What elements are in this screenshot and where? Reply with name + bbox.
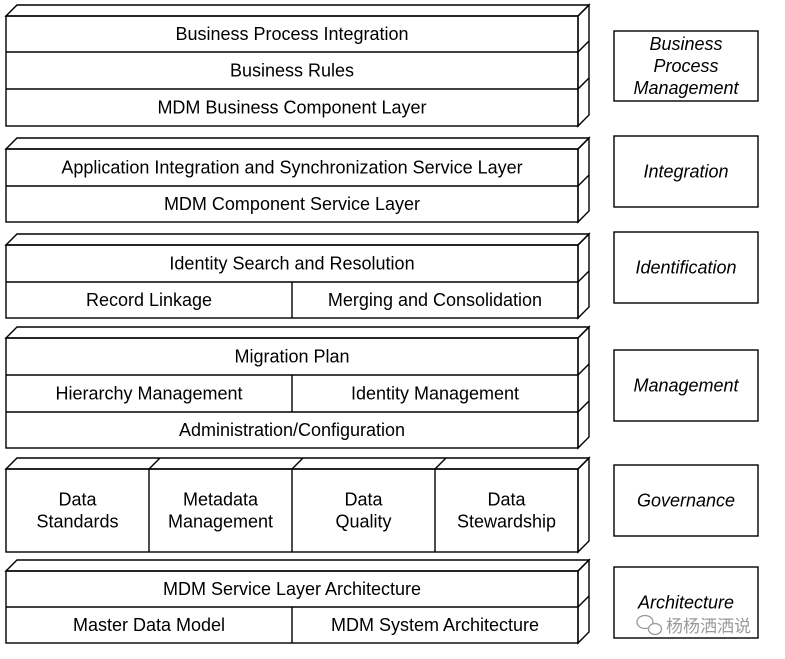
cell-label-application-integration-and-synchronization-service-layer: Application Integration and Synchronizat… [61, 158, 522, 178]
side-label-identification: Identification [613, 231, 759, 304]
wechat-icon [636, 614, 663, 636]
side-label-integration: Integration [613, 135, 759, 208]
side-label-box [613, 566, 759, 639]
side-label-text: Business [649, 34, 722, 54]
side-face-ridge [577, 174, 590, 187]
cell-label-master-data-model: Master Data Model [73, 615, 225, 635]
watermark-text: 杨杨洒洒说 [666, 617, 751, 637]
cell-label-hierarchy-management: Hierarchy Management [55, 384, 242, 404]
side-face-ridge [577, 400, 590, 413]
cell-label-record-linkage: Record Linkage [86, 290, 212, 310]
side-label-text: Governance [637, 491, 735, 511]
side-label-box [613, 231, 759, 304]
top-face-ridge [434, 457, 447, 470]
cell-label-management: Management [168, 512, 273, 532]
cell-label-data: Data [344, 490, 383, 510]
top-face-ridge [148, 457, 161, 470]
cell-label-merging-and-consolidation: Merging and Consolidation [328, 290, 542, 310]
layer-front-face [5, 15, 579, 127]
side-face-ridge [577, 40, 590, 53]
side-label-text: Process [653, 56, 718, 76]
layer-integration: Application Integration and Synchronizat… [4, 136, 591, 224]
cell-label-mdm-business-component-layer: MDM Business Component Layer [157, 98, 426, 118]
layer-governance: DataStandardsMetadataManagementDataQuali… [4, 456, 591, 554]
side-label-text: Identification [635, 258, 736, 278]
side-label-text: Integration [643, 162, 728, 182]
side-label-box [613, 135, 759, 208]
watermark: 杨杨洒洒说 [636, 614, 751, 637]
layer-side-face [577, 456, 590, 554]
cell-label-quality: Quality [335, 512, 391, 532]
side-face-ridge [577, 77, 590, 90]
side-label-governance: Governance [613, 464, 759, 537]
side-label-box [613, 30, 759, 102]
cell-label-data: Data [58, 490, 97, 510]
cell-label-stewardship: Stewardship [457, 512, 556, 532]
side-face-ridge [577, 595, 590, 608]
side-face-ridge [577, 270, 590, 283]
layer-top-face [4, 233, 591, 246]
cell-label-identity-search-and-resolution: Identity Search and Resolution [169, 254, 414, 274]
side-label-text: Architecture [637, 593, 734, 613]
cell-label-mdm-component-service-layer: MDM Component Service Layer [164, 194, 420, 214]
top-face-ridge [291, 457, 304, 470]
cell-label-standards: Standards [36, 512, 118, 532]
side-face-ridge [577, 363, 590, 376]
side-label-text: Management [633, 376, 739, 396]
cell-label-data: Data [487, 490, 526, 510]
layer-front-face [5, 337, 579, 449]
side-label-management: Management [613, 349, 759, 422]
side-label-architecture: Architecture [613, 566, 759, 639]
cell-label-business-rules: Business Rules [230, 61, 354, 81]
cell-label-metadata: Metadata [183, 490, 259, 510]
layer-top-face [4, 137, 591, 150]
layer-top-face [4, 559, 591, 572]
cell-label-mdm-service-layer-architecture: MDM Service Layer Architecture [163, 579, 421, 599]
cell-label-business-process-integration: Business Process Integration [175, 24, 408, 44]
layer-side-face [577, 325, 590, 450]
cell-label-identity-management: Identity Management [351, 384, 519, 404]
cell-label-administration-configuration: Administration/Configuration [179, 420, 405, 440]
side-label-box [613, 464, 759, 537]
layer-side-face [577, 3, 590, 128]
layer-top-face [4, 326, 591, 339]
cell-label-migration-plan: Migration Plan [234, 347, 349, 367]
side-label-box [613, 349, 759, 422]
side-label-text: Management [633, 78, 739, 98]
cell-label-mdm-system-architecture: MDM System Architecture [331, 615, 539, 635]
layer-top-face [4, 4, 591, 17]
